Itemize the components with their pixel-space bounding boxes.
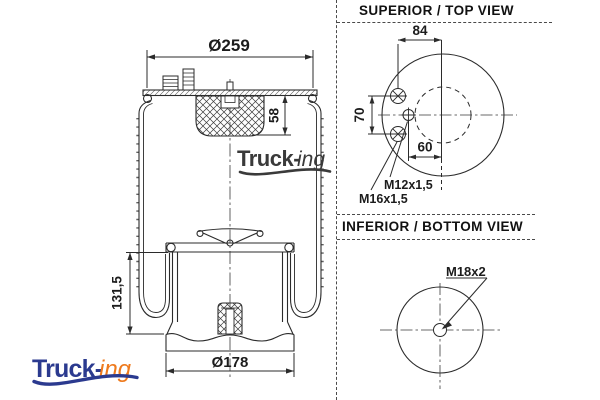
stud-right — [182, 68, 195, 91]
piston-rolled-edge-left — [196, 229, 204, 238]
label-m16: M16x1,5 — [359, 192, 408, 206]
dimension-piston-diameter — [165, 353, 295, 377]
piston-rolled-edge-right — [256, 229, 264, 238]
logo-gray-swoosh — [238, 168, 332, 176]
dimension-bumper-height — [252, 95, 291, 136]
air-fitting — [401, 107, 416, 123]
logo-gray-part1: Truck- — [237, 146, 300, 171]
dimension-top-diameter — [146, 50, 314, 88]
dim-70-label: 70 — [352, 107, 367, 122]
top-plate-studs — [162, 68, 234, 91]
dimension-60 — [408, 121, 442, 161]
top-view-drawing: 84 70 60 — [352, 23, 517, 206]
dimension-84 — [397, 37, 442, 89]
center-thread-hole — [433, 323, 447, 337]
dim-84-label: 84 — [412, 23, 428, 38]
dim-bumper-height-label: 58 — [267, 108, 282, 124]
piston — [165, 228, 295, 352]
dimension-70 — [368, 95, 407, 135]
logo-gray-part2: ing — [297, 148, 325, 171]
rubber-bumper — [195, 95, 265, 137]
dim-60-label: 60 — [417, 140, 432, 155]
top-view-heading: SUPERIOR / TOP VIEW — [337, 0, 552, 23]
top-view-heading-label: SUPERIOR / TOP VIEW — [359, 3, 514, 18]
dim-piston-diameter-label: Ø178 — [212, 354, 249, 371]
center-fitting — [226, 81, 234, 91]
dimension-piston-height — [126, 252, 168, 335]
m18-leader-line — [441, 277, 488, 330]
logo-color-part2: ing — [99, 356, 132, 383]
thread-leader-lines — [370, 121, 408, 191]
bellow-outline — [136, 99, 324, 319]
logo-gray: Truck- ing — [237, 146, 332, 176]
plate-rolled-edge-right — [307, 93, 318, 104]
bottom-view-heading-label: INFERIOR / BOTTOM VIEW — [342, 219, 524, 234]
logo-color: Truck- ing — [32, 355, 139, 386]
label-m18: M18x2 — [446, 264, 486, 279]
side-view-drawing: Ø259 58 — [32, 36, 332, 386]
bottom-view-drawing: M18x2 — [380, 264, 501, 389]
panel-divider — [336, 0, 337, 400]
label-m12: M12x1,5 — [384, 178, 433, 192]
dim-piston-height-label: 131,5 — [110, 276, 125, 310]
bottom-view-heading: INFERIOR / BOTTOM VIEW — [337, 214, 535, 240]
logo-color-swoosh — [32, 374, 139, 386]
dim-top-diameter-label: Ø259 — [208, 36, 250, 55]
plate-rolled-edge-left — [142, 93, 153, 104]
